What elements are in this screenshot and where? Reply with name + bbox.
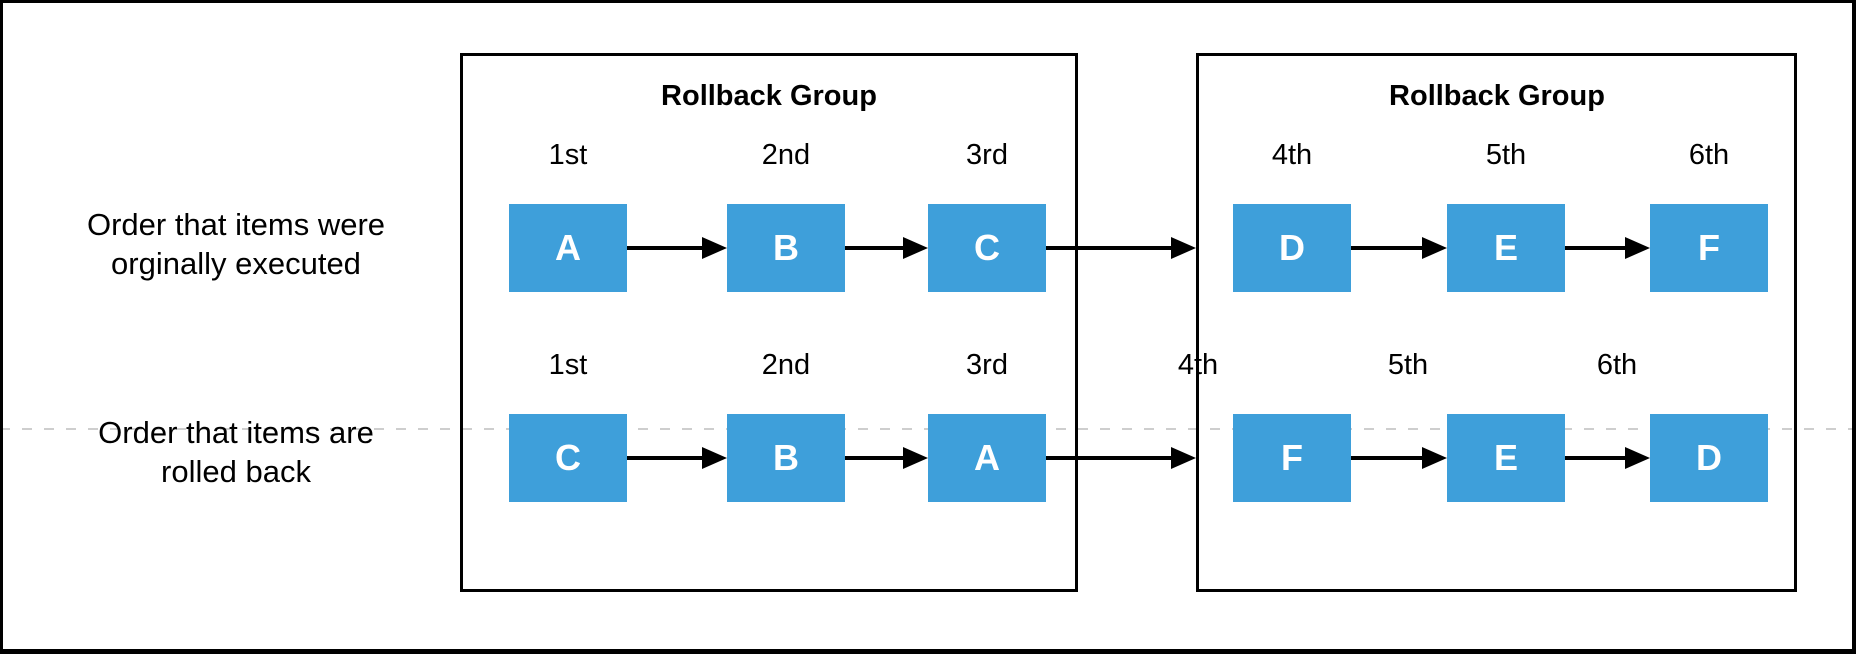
arrowhead-icon — [903, 447, 928, 469]
ordinal-label: 2nd — [761, 139, 811, 171]
arrow-shaft — [627, 246, 709, 250]
step-box: F — [1233, 414, 1351, 502]
arrow-shaft — [1565, 246, 1632, 250]
flow-arrow — [845, 237, 928, 259]
step-box: A — [509, 204, 627, 292]
step-box: D — [1233, 204, 1351, 292]
ordinal-label: 1st — [548, 139, 588, 171]
flow-arrow — [1565, 237, 1650, 259]
ordinal-label: 3rd — [966, 139, 1008, 171]
step-box: B — [727, 414, 845, 502]
arrow-shaft — [1565, 456, 1632, 460]
step-box: D — [1650, 414, 1768, 502]
arrowhead-icon — [1422, 447, 1447, 469]
row-label-line: rolled back — [161, 454, 311, 489]
row-label-line: Order that items were — [86, 207, 386, 242]
flow-arrow — [627, 447, 727, 469]
rollback-group-2 — [1196, 53, 1797, 592]
row-label-line: Order that items are — [98, 415, 374, 450]
ordinal-label: 2nd — [761, 349, 811, 381]
arrow-shaft — [1046, 456, 1178, 460]
rollback-group-2-title: Rollback Group — [1389, 80, 1605, 112]
step-box: B — [727, 204, 845, 292]
step-box: C — [509, 414, 627, 502]
step-box: F — [1650, 204, 1768, 292]
ordinal-label: 6th — [1688, 139, 1730, 171]
ordinal-label: 6th — [1596, 349, 1638, 381]
arrowhead-icon — [1625, 237, 1650, 259]
flow-arrow — [1351, 447, 1447, 469]
rollback-group-1 — [460, 53, 1078, 592]
arrow-shaft — [845, 246, 910, 250]
arrow-shaft — [845, 456, 910, 460]
arrow-shaft — [1046, 246, 1178, 250]
flow-arrow — [845, 447, 928, 469]
flow-arrow — [1351, 237, 1447, 259]
ordinal-label: 4th — [1271, 139, 1313, 171]
arrowhead-icon — [702, 447, 727, 469]
flow-arrow — [627, 237, 727, 259]
arrowhead-icon — [1171, 237, 1196, 259]
flow-arrow — [1046, 237, 1196, 259]
ordinal-label: 5th — [1387, 349, 1429, 381]
arrowhead-icon — [1422, 237, 1447, 259]
arrow-shaft — [1351, 246, 1429, 250]
arrowhead-icon — [1625, 447, 1650, 469]
step-box: C — [928, 204, 1046, 292]
flow-arrow — [1046, 447, 1196, 469]
ordinal-label: 4th — [1177, 349, 1219, 381]
step-box: E — [1447, 414, 1565, 502]
arrowhead-icon — [702, 237, 727, 259]
row-label-original-order: Order that items were orginally executed — [26, 205, 446, 283]
arrow-shaft — [627, 456, 709, 460]
step-box: E — [1447, 204, 1565, 292]
step-box: A — [928, 414, 1046, 502]
ordinal-label: 3rd — [966, 349, 1008, 381]
row-label-rollback-order: Order that items are rolled back — [26, 413, 446, 491]
arrowhead-icon — [1171, 447, 1196, 469]
row-label-line: orginally executed — [111, 246, 361, 281]
ordinal-label: 5th — [1485, 139, 1527, 171]
arrowhead-icon — [903, 237, 928, 259]
ordinal-label: 1st — [548, 349, 588, 381]
rollback-group-1-title: Rollback Group — [661, 80, 877, 112]
arrow-shaft — [1351, 456, 1429, 460]
flow-arrow — [1565, 447, 1650, 469]
